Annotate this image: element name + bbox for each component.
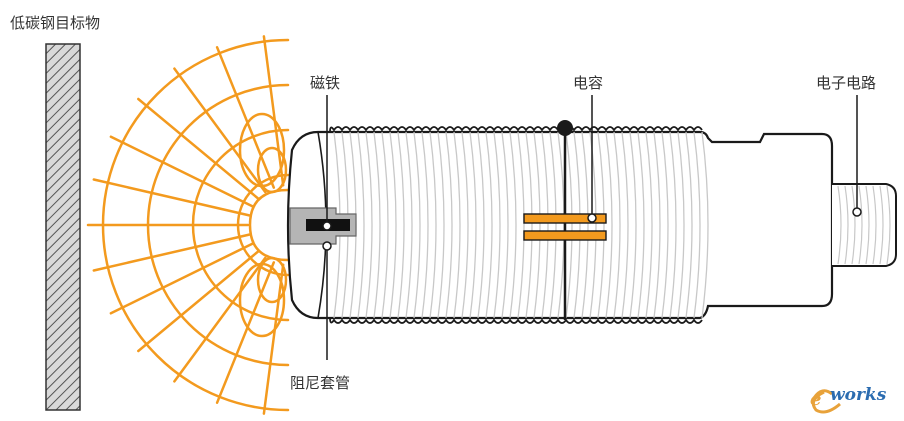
field-ray — [109, 135, 254, 208]
thread-line — [573, 131, 581, 319]
connector-threads — [837, 185, 891, 265]
sensor-housing-outline — [286, 130, 834, 320]
thread-line — [693, 131, 701, 319]
field-ray — [92, 178, 251, 217]
thread-line — [541, 131, 549, 319]
connector-thread-line — [844, 185, 849, 265]
leader-capacitor-dot — [587, 213, 597, 223]
thread-line — [397, 131, 405, 319]
label-damping-sleeve: 阻尼套管 — [290, 374, 351, 392]
thread-line — [581, 131, 589, 319]
connector-thread-line — [879, 185, 884, 265]
connector-thread-line — [851, 185, 856, 265]
leader-magnet-dot — [322, 221, 332, 231]
thread-line — [453, 131, 461, 319]
field-ray — [173, 256, 267, 383]
svg-text:e: e — [810, 389, 821, 410]
label-capacitor: 电容 — [573, 74, 604, 92]
label-magnet: 磁铁 — [310, 74, 341, 92]
rear-connector — [832, 183, 897, 267]
eworks-logo-mark: e — [810, 389, 841, 414]
label-steel-target: 低碳钢目标物 — [10, 14, 101, 32]
thread-line — [677, 131, 685, 319]
thread-line — [373, 131, 381, 319]
field-ray — [262, 35, 285, 187]
eworks-logo-text: works — [830, 385, 887, 405]
capacitor-top-dot — [557, 120, 573, 136]
thread-line — [565, 131, 573, 319]
thread-line — [613, 131, 621, 319]
field-core — [248, 188, 290, 262]
thread-line — [661, 131, 669, 319]
thread-line — [365, 131, 373, 319]
thread-line — [501, 131, 509, 319]
thread-line — [653, 131, 661, 319]
thread-edge-bottom — [329, 317, 703, 324]
thread-line — [477, 131, 485, 319]
thread-line — [405, 131, 413, 319]
thread-line — [429, 131, 437, 319]
field-ray — [92, 233, 251, 272]
field-ray — [137, 97, 260, 200]
thread-edge-top — [329, 126, 703, 133]
thread-line — [421, 131, 429, 319]
thread-line — [493, 131, 501, 319]
thread-line — [437, 131, 445, 319]
connector-thread-line — [837, 185, 842, 265]
thread-line — [621, 131, 629, 319]
leader-circuit-dot — [852, 207, 862, 217]
field-ray — [262, 263, 285, 415]
leader-lines — [322, 95, 862, 360]
field-ray — [137, 250, 260, 353]
thread-line — [605, 131, 613, 319]
thread-line — [461, 131, 469, 319]
capacitor-plate-bottom — [523, 230, 607, 241]
thread-line — [413, 131, 421, 319]
thread-line — [389, 131, 397, 319]
thread-line — [485, 131, 493, 319]
thread-line — [637, 131, 645, 319]
field-ray — [109, 242, 254, 315]
thread-line — [357, 131, 365, 319]
label-electronic-circuit: 电子电路 — [816, 74, 877, 92]
connector-thread-line — [886, 185, 891, 265]
thread-line — [533, 131, 541, 319]
thread-line — [685, 131, 693, 319]
steel-target-wall — [45, 43, 81, 411]
thread-line — [509, 131, 517, 319]
magnetic-field-lines — [86, 35, 290, 415]
thread-line — [701, 131, 709, 319]
capacitor-plate-top — [523, 213, 607, 224]
connector-thread-line — [865, 185, 870, 265]
field-ray — [215, 46, 276, 189]
thread-line — [517, 131, 525, 319]
thread-line — [469, 131, 477, 319]
connector-thread-line — [858, 185, 863, 265]
thread-line — [525, 131, 533, 319]
thread-line — [445, 131, 453, 319]
field-ray — [215, 261, 276, 404]
field-ray — [173, 67, 267, 194]
thread-line — [645, 131, 653, 319]
connector-thread-line — [872, 185, 877, 265]
thread-line — [629, 131, 637, 319]
leader-sleeve-dot — [322, 241, 332, 251]
thread-line — [549, 131, 557, 319]
thread-line — [597, 131, 605, 319]
sensor-body — [286, 120, 897, 324]
thread-line — [381, 131, 389, 319]
thread-line — [669, 131, 677, 319]
